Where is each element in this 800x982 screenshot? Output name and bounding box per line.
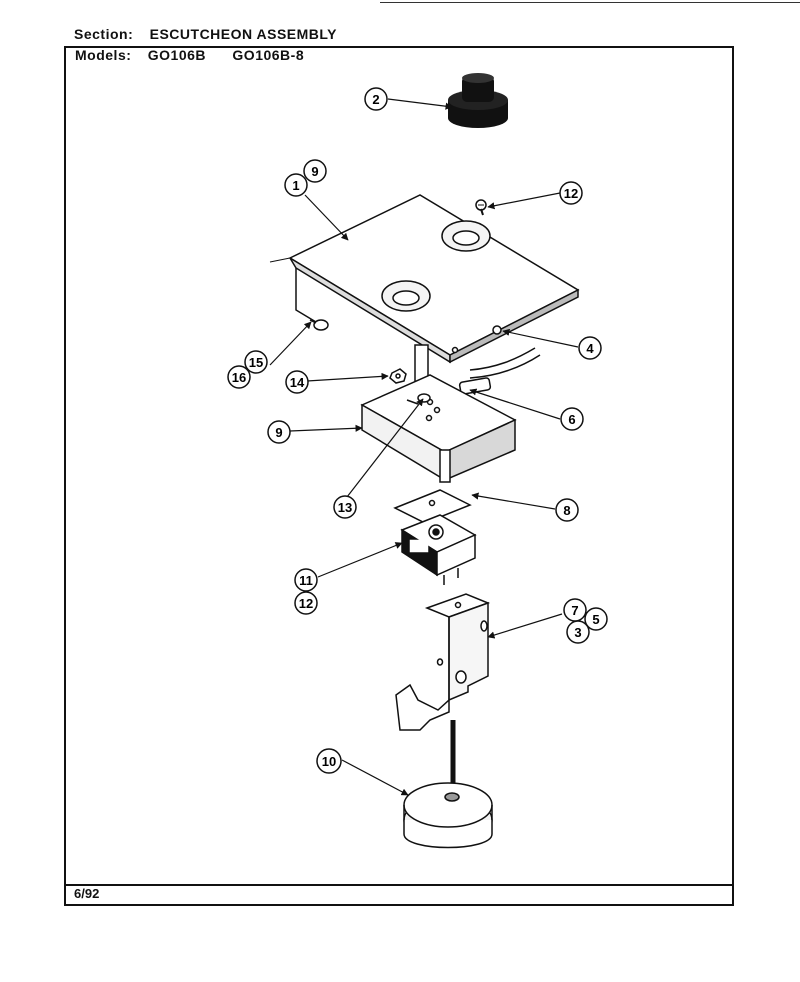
callout-14: 14 — [285, 370, 309, 394]
callout-13-label: 13 — [338, 500, 352, 515]
callout-6: 6 — [560, 407, 584, 431]
callout-12-switch-label: 12 — [299, 596, 313, 611]
callout-12-switch: 12 — [294, 591, 318, 615]
callout-4-label: 4 — [586, 341, 594, 356]
callout-10-label: 10 — [322, 754, 336, 769]
callout-1: 1 — [284, 173, 308, 197]
callout-2-label: 2 — [372, 92, 379, 107]
callout-9-box: 9 — [267, 420, 291, 444]
motor-part — [403, 720, 493, 849]
section-title: ESCUTCHEON ASSEMBLY — [149, 26, 338, 42]
top-rule — [380, 2, 800, 3]
callout-5: 5 — [584, 607, 608, 631]
footer-rule — [64, 884, 734, 886]
callout-8: 8 — [555, 498, 579, 522]
section-label: Section: — [74, 26, 134, 42]
callout-3: 3 — [566, 620, 590, 644]
footer-date: 6/92 — [74, 886, 100, 901]
switch-part — [400, 514, 477, 585]
callout-9-top-label: 9 — [311, 164, 318, 179]
knob-part — [448, 73, 508, 128]
screw-part — [475, 199, 487, 216]
callout-7-label: 7 — [571, 603, 578, 618]
section-heading: Section: ESCUTCHEON ASSEMBLY — [74, 26, 359, 42]
callout-16: 16 — [227, 365, 251, 389]
callout-10: 10 — [316, 748, 342, 774]
models-heading: Models: GO106B GO106B-8 — [75, 47, 326, 63]
diagram-frame — [64, 46, 734, 906]
callout-9-box-label: 9 — [275, 425, 282, 440]
side-screw-part — [309, 319, 329, 331]
callout-1-label: 1 — [292, 178, 299, 193]
callout-15: 15 — [244, 350, 268, 374]
gasket-plate-part — [393, 489, 472, 524]
callout-9-top: 9 — [303, 159, 327, 183]
callout-6-label: 6 — [568, 412, 575, 427]
model-number-1: GO106B — [147, 47, 207, 63]
nut-part — [389, 368, 407, 384]
callout-11-label: 11 — [299, 573, 313, 588]
models-label: Models: — [75, 47, 132, 63]
callout-15-label: 15 — [249, 355, 263, 370]
callout-11: 11 — [294, 568, 318, 592]
mounting-bracket-part — [395, 593, 491, 731]
callout-3-label: 3 — [574, 625, 581, 640]
callout-2: 2 — [364, 87, 388, 111]
callout-14-label: 14 — [290, 375, 305, 390]
switch-housing-part — [360, 374, 517, 483]
callout-5-label: 5 — [592, 612, 599, 627]
callout-16-label: 16 — [232, 370, 246, 385]
callout-12-screw-label: 12 — [564, 186, 578, 201]
leader-lines — [269, 98, 579, 796]
callout-4: 4 — [578, 336, 602, 360]
callout-13: 13 — [333, 495, 357, 519]
callout-8-label: 8 — [563, 503, 570, 518]
model-number-2: GO106B-8 — [232, 47, 305, 63]
escutcheon-panel-part — [269, 194, 580, 364]
callout-7: 7 — [563, 598, 587, 622]
callout-12-screw: 12 — [559, 181, 583, 205]
